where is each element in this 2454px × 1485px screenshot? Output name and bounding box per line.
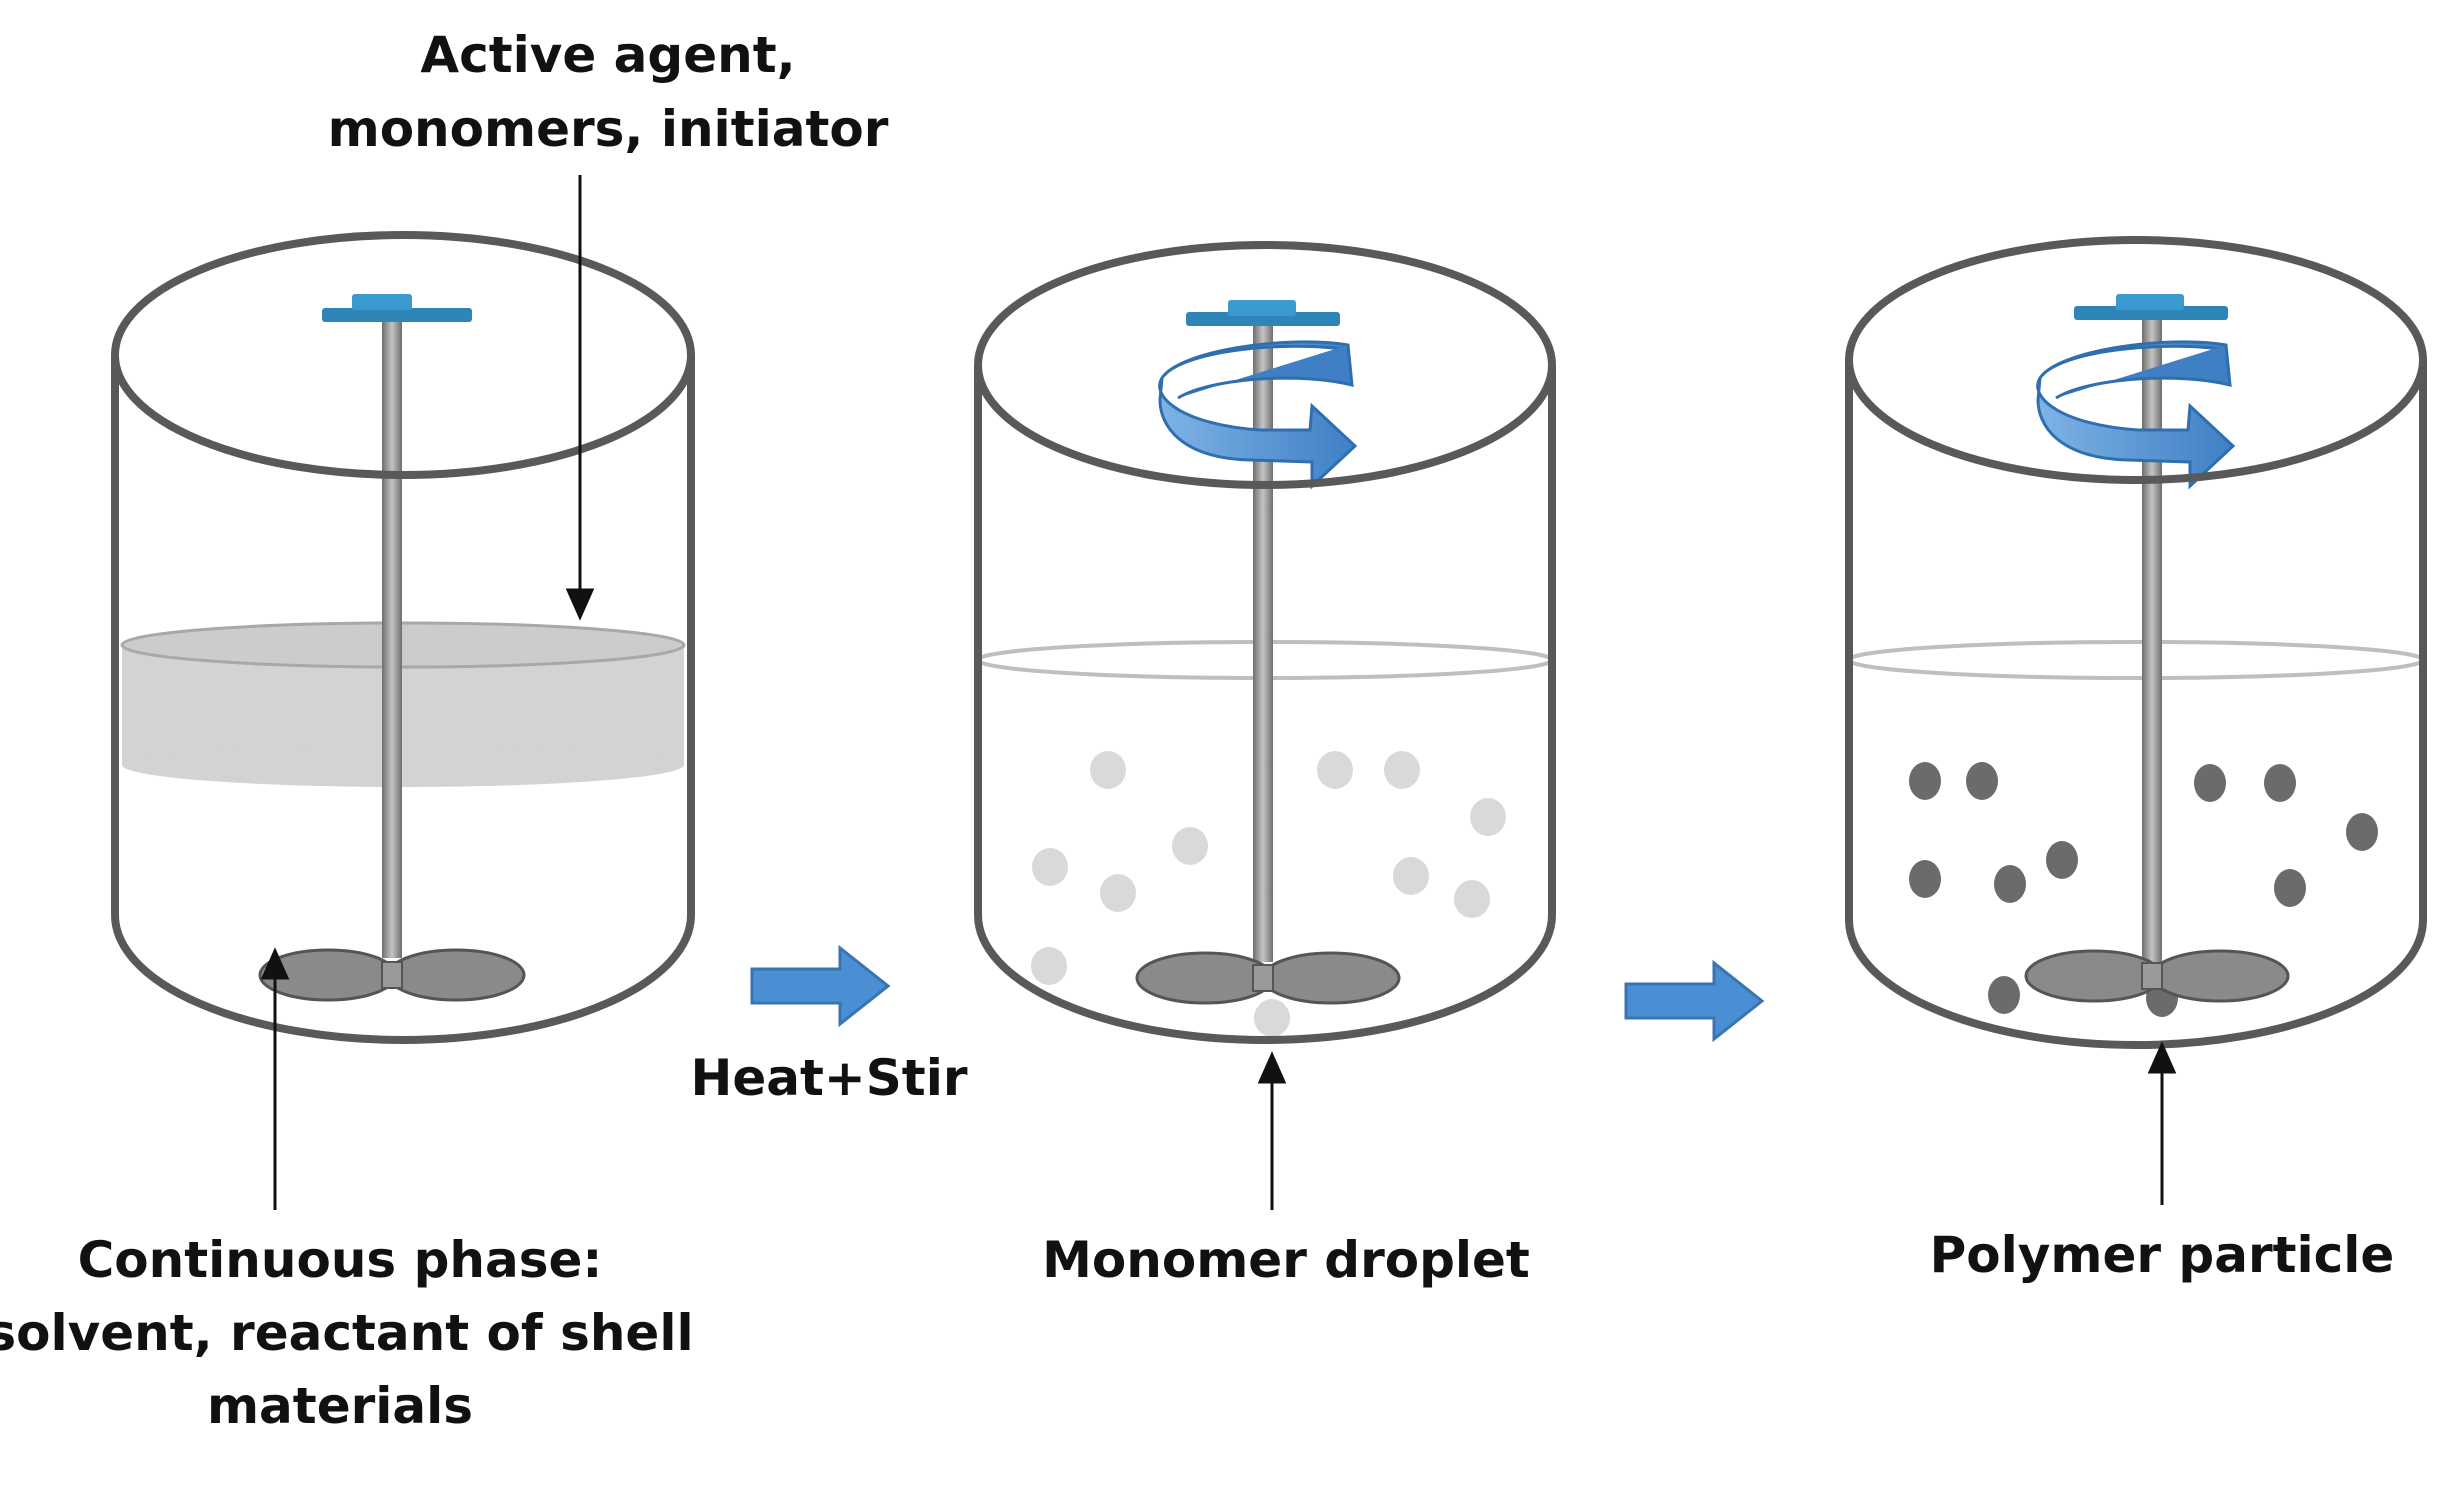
stirrer-2: [1135, 300, 1401, 1005]
monomer-droplets: [1031, 751, 1506, 1037]
liquid-surface: [1847, 640, 2425, 680]
label-monomer-droplet: Monomer droplet: [1042, 1231, 1530, 1289]
organic-layer: [120, 621, 686, 787]
pointer-top: [565, 175, 595, 621]
impeller-blades: [1135, 951, 1401, 1005]
process-arrow-2: [1624, 959, 1765, 1043]
process-arrow-1: [750, 944, 891, 1028]
label-continuous-phase-line3: materials: [207, 1377, 473, 1435]
pointer-monomer: [1257, 1051, 1287, 1210]
label-active-agent-line2: monomers, initiator: [328, 100, 889, 158]
stirrer-1: [258, 294, 526, 1002]
rotation-arrow-icon: [2036, 340, 2236, 490]
pointer-polymer: [2147, 1041, 2177, 1205]
impeller-blades: [2024, 949, 2290, 1003]
stirrer-3: [2024, 294, 2290, 1003]
vessel-2: [974, 241, 1556, 1044]
vessel-1: [111, 231, 695, 1044]
label-polymer-particle: Polymer particle: [1930, 1226, 2395, 1284]
vessel-3: [1845, 236, 2427, 1049]
vessel-2-outline: [974, 241, 1556, 1044]
label-continuous-phase-line2: solvent, reactant of shell: [0, 1304, 694, 1362]
label-continuous-phase-line1: Continuous phase:: [78, 1231, 603, 1289]
pointer-continuous-phase: [260, 947, 290, 1210]
label-heat-stir: Heat+Stir: [690, 1049, 967, 1107]
impeller-blades: [258, 948, 526, 1002]
vessel-1-outline: [111, 231, 695, 1044]
label-active-agent-line1: Active agent,: [420, 26, 795, 84]
vessel-3-outline: [1845, 236, 2427, 1049]
